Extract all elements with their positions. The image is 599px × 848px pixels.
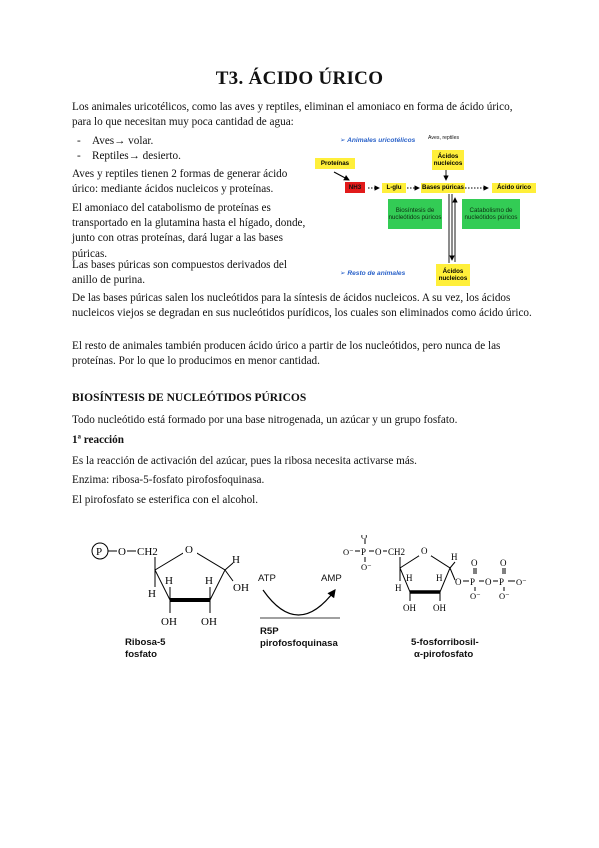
prpp-label-2: α-pirofosfato <box>414 649 474 660</box>
bullet-birds: Aves→ volar. <box>92 135 154 147</box>
svg-text:CH2: CH2 <box>388 547 405 557</box>
svg-text:P: P <box>361 547 366 557</box>
nucleotides-paragraph: De las bases púricas salen los nucleótid… <box>72 292 532 320</box>
bullet-reptiles: Reptiles→ desierto. <box>92 150 181 162</box>
ribose-5-phosphate-label-1: Ribosa-5 <box>125 637 166 648</box>
svg-text:O: O <box>185 544 193 556</box>
svg-text:H: H <box>232 554 240 566</box>
reaction-title: 1ª reacción <box>72 434 124 446</box>
section-heading: BIOSÍNTESIS DE NUCLEÓTIDOS PÚRICOS <box>72 392 307 404</box>
diagram-arrows <box>333 170 489 263</box>
birds-reptiles-note: Aves, reptiles <box>428 135 460 141</box>
svg-text:OH: OH <box>161 616 177 628</box>
svg-text:O: O <box>455 577 462 587</box>
svg-text:OH: OH <box>433 603 446 613</box>
purine-bases-box: Bases púricas <box>421 183 465 193</box>
uricotelic-animals-label: ➢ Animales uricotélicos <box>340 137 416 144</box>
svg-text:OH: OH <box>201 616 217 628</box>
reaction-description: Es la reacción de activación del azúcar,… <box>72 455 417 467</box>
l-glu-box: L-glu <box>382 183 406 193</box>
purine-bases-paragraph: Las bases púricas son compuestos derivad… <box>72 259 287 287</box>
svg-text:H: H <box>205 575 213 587</box>
phosphate-symbol: P <box>96 546 102 558</box>
ammonia-paragraph: El amoniaco del catabolismo de proteínas… <box>72 202 306 260</box>
catabolism-box: Catabolismo de nucleótidos púricos <box>462 199 520 229</box>
rest-animals-paragraph: El resto de animales también producen ác… <box>72 340 501 368</box>
svg-text:H: H <box>436 573 443 583</box>
bullet-dash: - <box>77 135 81 147</box>
proteins-box: Proteínas <box>315 158 355 169</box>
svg-text:H: H <box>451 552 458 562</box>
page-title: T3. ÁCIDO ÚRICO <box>215 68 384 89</box>
amp-label: AMP <box>321 573 342 584</box>
svg-text:O⁻: O⁻ <box>516 577 527 587</box>
ribose-activation-reaction: P O CH2 O H H OH H OH H OH <box>85 535 555 675</box>
svg-text:O: O <box>421 546 428 556</box>
svg-text:H: H <box>406 573 413 583</box>
nucleic-acids-bottom-box: Ácidos nucleicos <box>436 264 470 286</box>
svg-text:O: O <box>485 577 492 587</box>
svg-text:P: P <box>470 577 475 587</box>
svg-text:O⁻: O⁻ <box>361 562 372 572</box>
bullet-dash: - <box>77 150 81 162</box>
svg-text:P: P <box>499 577 504 587</box>
enzyme-label-1: R5P <box>260 626 279 637</box>
reaction-structures: P O CH2 O H H OH H OH H OH <box>91 535 527 628</box>
atp-label: ATP <box>258 573 276 584</box>
two-ways-paragraph: Aves y reptiles tienen 2 formas de gener… <box>72 168 288 196</box>
biosynthesis-box: Biosíntesis de nucleótidos púricos <box>388 199 442 229</box>
svg-text:O: O <box>375 547 382 557</box>
svg-text:H: H <box>165 575 173 587</box>
svg-text:O: O <box>361 535 367 541</box>
nucleic-acids-top-box: Ácidos nucleicos <box>432 150 464 170</box>
svg-text:O: O <box>118 546 126 558</box>
svg-text:O⁻: O⁻ <box>499 591 510 601</box>
svg-text:O⁻: O⁻ <box>470 591 481 601</box>
esterification-line: El pirofosfato se esterifica con el alco… <box>72 494 259 506</box>
prpp-label-1: 5-fosforribosil- <box>411 637 479 648</box>
svg-text:O: O <box>500 558 507 568</box>
svg-text:H: H <box>148 588 156 600</box>
svg-text:O⁻: O⁻ <box>343 547 354 557</box>
svg-text:CH2: CH2 <box>137 546 158 558</box>
nh3-box: NH3 <box>345 182 365 193</box>
ribose-5-phosphate-label-2: fosfato <box>125 649 157 660</box>
rest-of-animals-label: ➢ Resto de animales <box>340 270 406 277</box>
intro-paragraph: Los animales uricotélicos, como las aves… <box>72 101 513 129</box>
enzyme-label-2: pirofosfoquinasa <box>260 638 338 649</box>
svg-text:O: O <box>471 558 478 568</box>
svg-text:OH: OH <box>233 582 249 594</box>
svg-text:OH: OH <box>403 603 416 613</box>
enzyme-line: Enzima: ribosa-5-fosfato pirofosfoquinas… <box>72 474 265 486</box>
section-intro: Todo nucleótido está formado por una bas… <box>72 414 458 426</box>
uric-acid-pathway-diagram: ➢ Animales uricotélicos Aves, reptiles P… <box>312 128 580 288</box>
svg-text:H: H <box>395 583 402 593</box>
uric-acid-box: Ácido úrico <box>492 183 536 193</box>
